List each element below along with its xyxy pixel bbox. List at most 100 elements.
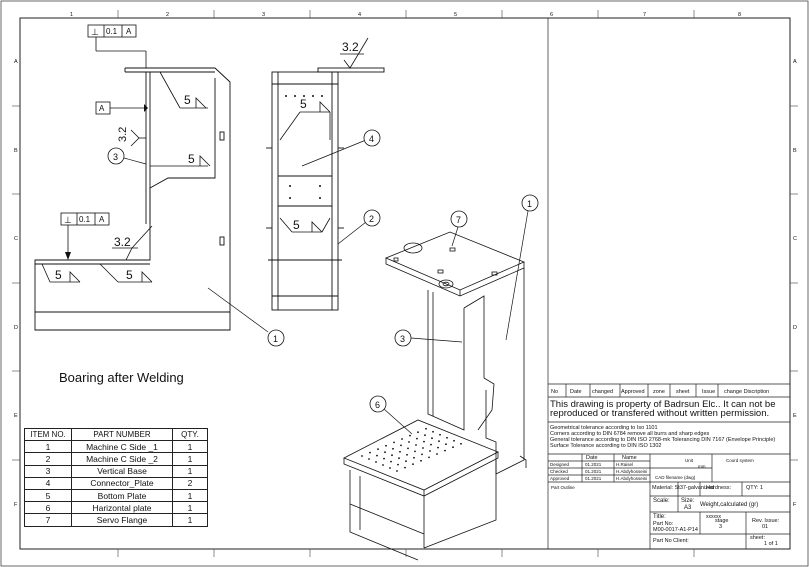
zone-ticks <box>12 10 798 557</box>
perforation-hole <box>383 457 385 460</box>
perforation-hole <box>390 460 392 463</box>
surface-roughness: 3.2 <box>342 40 359 54</box>
perforation-hole <box>416 437 418 440</box>
svg-text:changed: changed <box>592 389 613 395</box>
hardness: Hardness: <box>706 485 732 491</box>
size-label: Size: <box>681 498 695 504</box>
sign-name: H.Abdyhosseini <box>616 476 648 481</box>
perforation-hole <box>368 458 370 460</box>
perforation-hole <box>422 447 424 449</box>
perforation-hole <box>415 444 417 446</box>
perforation-hole <box>375 461 377 463</box>
weld-size: 5 <box>300 97 307 111</box>
row-label: F <box>793 502 797 508</box>
side-view <box>266 67 385 311</box>
perforation-hole <box>432 430 434 433</box>
perforation-hole <box>452 446 454 449</box>
sign-role: Designed <box>550 462 570 467</box>
bom-part-number: Servo Flange <box>71 513 173 527</box>
bom-qty: 1 <box>172 452 208 466</box>
gdt-datum: A <box>126 27 132 36</box>
weld-symbol <box>150 155 211 167</box>
svg-text:sheet: sheet <box>676 389 690 395</box>
isometric-view <box>343 231 527 561</box>
surface-finish-symbol <box>340 37 369 69</box>
balloon-label: 6 <box>375 400 380 410</box>
bom-item-no: 2 <box>24 452 72 466</box>
balloon-label: 1 <box>527 199 532 209</box>
perforation-hole <box>414 450 416 453</box>
col-label: 8 <box>738 12 741 18</box>
perforation-hole <box>361 455 363 457</box>
weld-size: 5 <box>293 218 300 232</box>
col-label: 3 <box>262 12 265 18</box>
perforation-hole <box>417 431 419 434</box>
gdt-frame-mid: ⊥ 0.1 A <box>60 212 110 260</box>
rev-label: Rev. Issue: <box>752 518 780 524</box>
zone-labels: 1 2 3 4 5 6 7 8 A B C D E F A B C D E F <box>14 12 797 508</box>
gdt-tolerance: 0.1 <box>106 27 118 36</box>
perforation-hole <box>398 457 400 460</box>
row-label: F <box>14 502 18 508</box>
perforation-hole <box>430 443 432 446</box>
weld-size: 5 <box>126 268 133 282</box>
stage-value: 3 <box>719 524 723 530</box>
bom-part-number: Connector_Plate <box>71 476 173 490</box>
col-label: 1 <box>70 12 73 18</box>
bom-qty: 1 <box>172 488 208 503</box>
balloon-label: 3 <box>113 152 118 162</box>
row-label: D <box>14 325 18 331</box>
weld-symbol <box>279 101 331 141</box>
perforation-hole <box>409 434 411 437</box>
part-no-client: Part No Client: <box>653 538 689 544</box>
balloon-3: 3 <box>107 147 147 165</box>
row-label: C <box>14 236 18 242</box>
balloon-label: 2 <box>369 214 374 224</box>
perforation-hole <box>396 470 398 472</box>
col-label: 5 <box>454 12 457 18</box>
perforation-hole <box>424 434 426 437</box>
row-label: D <box>793 325 797 331</box>
unit-value: mm <box>698 464 706 469</box>
weld-symbol <box>99 263 153 283</box>
weight: Weight,calculated (gr) <box>700 502 759 508</box>
weld-symbol <box>279 217 331 233</box>
perforation-hole <box>445 443 447 446</box>
bom-part-number: Vertical Base <box>71 464 173 478</box>
row-label: B <box>793 148 797 154</box>
svg-text:Issue: Issue <box>702 389 715 395</box>
qty: QTY: 1 <box>746 485 764 491</box>
balloon-label: 1 <box>273 334 278 344</box>
perforation-hole <box>406 453 408 456</box>
weld-symbol <box>159 71 208 109</box>
scale-label: Scale: <box>653 498 670 504</box>
revision-headers: No Date changed Approved zone sheet Issu… <box>551 389 769 395</box>
balloon-2: 2 <box>337 209 381 245</box>
balloon-1: 1 <box>207 287 285 347</box>
unit-label: Unit <box>685 458 694 463</box>
perforation-hole <box>423 440 425 443</box>
part-no: M00-0017-A1-P14 <box>653 527 698 533</box>
stage-label: stage <box>715 518 729 524</box>
perforation-hole <box>444 449 446 452</box>
perforation-hole <box>413 456 415 459</box>
col-label: 2 <box>166 12 169 18</box>
gdt-frame-top: ⊥ 0.1 A <box>87 24 147 68</box>
perforation-hole <box>425 427 427 430</box>
cad-filename-label: CAD filename (dwg) <box>655 475 696 480</box>
perforation-hole <box>397 463 399 466</box>
perforation-hole <box>392 447 394 450</box>
perforation-hole <box>401 438 403 440</box>
perforation-hole <box>405 460 407 463</box>
perforation-hole <box>407 447 409 450</box>
part-no-label: Part No: <box>653 521 674 527</box>
sign-date: 01.2021 <box>585 469 602 474</box>
bom-part-number: Harizontal plate <box>71 501 173 515</box>
balloon-3-iso: 3 <box>394 329 463 347</box>
perforation-pattern <box>361 427 462 472</box>
bom-item-no: 3 <box>24 464 72 478</box>
row-label: E <box>793 413 797 419</box>
weld-symbol <box>41 263 81 283</box>
perforation-hole <box>428 456 430 459</box>
